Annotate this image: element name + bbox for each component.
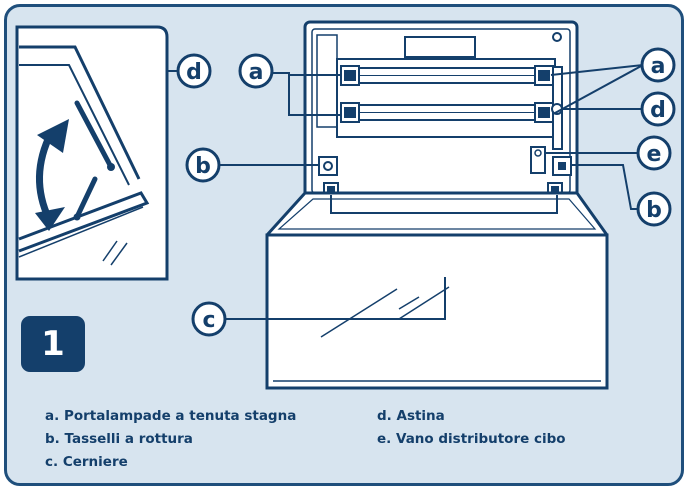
break-off-dowel [552,156,572,176]
callout-label: a [651,54,666,79]
legend-item-d: d. Astina [377,408,445,424]
legend-item-e: e. Vano distributore cibo [377,431,566,447]
terrarium-lid [303,20,579,202]
break-off-dowel [318,156,338,176]
legend-left-column: a. Portalampade a tenuta stagna b. Tasse… [45,405,296,474]
callout-d-right: d [640,91,676,127]
legend-item-b: b. Tasselli a rottura [45,431,193,447]
callout-label: b [195,154,211,179]
callout-d-inset: d [176,53,212,89]
callout-c: c [191,301,227,337]
legend-right-column: d. Astina e. Vano distributore cibo [377,405,566,451]
callout-label: d [650,98,666,123]
legend-item-c: c. Cerniere [45,454,128,470]
lamp-holder [340,65,360,86]
lamp-holder [340,102,360,123]
food-dispenser-compartment [530,146,546,174]
inset-detail [15,25,169,281]
callout-b-left: b [185,147,221,183]
callout-label: d [186,60,202,85]
terrarium-diagram: d a b a d e b c [15,20,676,390]
figure-number-badge: 1 [21,316,85,372]
callout-a-right: a [640,47,676,83]
callout-label: e [647,142,662,167]
lamp-tube [358,104,536,121]
open-close-arrow-icon [35,119,69,231]
callout-label: b [646,198,662,223]
glass-tank [265,191,609,390]
lamp-tube [358,67,536,84]
support-rod [73,100,116,221]
callout-label: a [249,60,264,85]
lamp-holder [534,102,554,123]
callout-e: e [636,135,672,171]
lamp-holder [534,65,554,86]
legend-item-a: a. Portalampade a tenuta stagna [45,408,297,424]
callout-a-left: a [238,53,274,89]
figure-frame: d a b a d e b c 1 a. [4,4,684,486]
leader-lines [167,64,644,320]
callout-b-right: b [636,191,672,227]
callout-label: c [202,308,215,333]
